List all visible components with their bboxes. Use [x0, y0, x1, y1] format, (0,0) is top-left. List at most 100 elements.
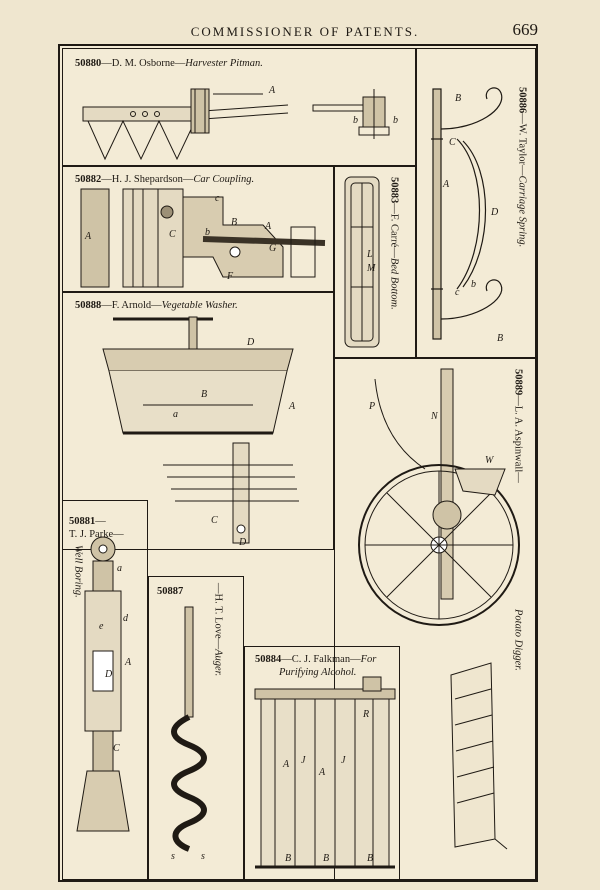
vegetable-washer-illustration: D B a A C D — [102, 316, 299, 548]
figure-label: D — [238, 537, 247, 548]
caption-50881: 50881— T. J. Parke— — [69, 515, 124, 541]
figure-label: P — [368, 401, 375, 412]
figure-label: C — [113, 743, 120, 754]
figure-label: A — [268, 85, 276, 96]
panel-50884-purifying-alcohol: 50884—C. J. Falkman—For Purifying Alcoho… — [244, 646, 400, 880]
purifying-alcohol-illustration: R A A J J B B B — [254, 676, 396, 869]
patent-inventor: —L. A. Aspinwall— — [512, 395, 524, 483]
patent-inventor: —W. Taylor— — [516, 113, 528, 176]
figure-label: C — [169, 229, 176, 240]
patent-number: 50887 — [157, 586, 184, 597]
caption-50889: 50889—L. A. Aspinwall— — [511, 369, 524, 483]
patent-inventor: —D. M. Osborne— — [101, 58, 186, 69]
patent-inventor: —H. J. Shepardson— — [101, 174, 194, 185]
panel-50880-harvester-pitman: 50880—D. M. Osborne—Harvester Pitman. A … — [62, 48, 416, 166]
well-boring-illustration: a e d A D C — [76, 536, 132, 832]
figure-label: A — [442, 179, 450, 190]
figure-label: B — [367, 853, 373, 864]
figure-label: J — [341, 755, 346, 766]
patent-number: 50883 — [388, 177, 400, 204]
patent-number: 50884 — [255, 654, 282, 665]
figure-label: J — [301, 755, 306, 766]
figure-label: B — [231, 217, 237, 228]
running-title: COMMISSIONER OF PATENTS. — [190, 24, 420, 39]
patent-number: 50886 — [516, 87, 528, 114]
patent-title: For — [360, 654, 377, 665]
patent-inventor: —F. Arnold— — [101, 300, 162, 311]
figure-label: W — [485, 455, 495, 466]
car-coupling-illustration: A C B A G F c b — [80, 188, 326, 288]
patent-title: Well Boring. — [72, 545, 84, 598]
figure-label: c — [215, 193, 220, 204]
page-number: 669 — [512, 20, 539, 39]
patent-title: Potato Digger. — [512, 609, 524, 671]
caption-50887: 50887 — [157, 585, 183, 598]
patent-number: 50888 — [75, 300, 102, 311]
panel-50889-potato-digger: 50889—L. A. Aspinwall— Potato Digger. — [334, 358, 536, 880]
caption-50884: 50884—C. J. Falkman—For Purifying Alcoho… — [255, 653, 376, 679]
patent-title: Harvester Pitman. — [185, 58, 263, 69]
figure-label: B — [323, 853, 329, 864]
patent-title: Car Coupling. — [193, 174, 255, 185]
patent-inventor: —H. T. Love— — [212, 583, 224, 650]
figure-label: A — [318, 767, 326, 778]
figure-label: b — [353, 115, 358, 126]
caption-50883: 50883—F. Carré—Bed Bottom. — [387, 177, 400, 310]
figure-label: A — [124, 657, 132, 668]
caption-50882: 50882—H. J. Shepardson—Car Coupling. — [75, 173, 254, 186]
panel-50883-bed-bottom: 50883—F. Carré—Bed Bottom. L M — [334, 166, 416, 358]
patent-title: Bed Bottom. — [388, 257, 400, 310]
figure-label: s — [171, 851, 175, 862]
patent-number: 50889 — [512, 369, 524, 396]
figure-label: A — [84, 231, 92, 242]
figure-label: C — [449, 137, 456, 148]
panel-50888-vegetable-washer: 50888—F. Arnold—Vegetable Washer. D B a … — [62, 292, 334, 550]
patent-inventor: —F. Carré— — [388, 203, 400, 258]
figure-label: B — [497, 333, 503, 344]
figure-label: F — [226, 271, 234, 282]
figure-label: L — [366, 249, 373, 260]
patent-title: Purifying Alcohol. — [279, 667, 357, 679]
figure-label: G — [269, 243, 276, 254]
figure-label: a — [117, 563, 122, 574]
figure-label: B — [285, 853, 291, 864]
patent-plate: 50880—D. M. Osborne—Harvester Pitman. A … — [58, 44, 538, 882]
figure-label: d — [123, 613, 129, 624]
page-header: COMMISSIONER OF PATENTS. 669 — [0, 0, 600, 44]
figure-label: b — [393, 115, 398, 126]
caption-50887-inventor: —H. T. Love—Auger. — [211, 583, 224, 676]
harvester-pitman-illustration: A b b — [82, 85, 398, 161]
panel-50886-carriage-spring: 50886—W. Taylor—Carriage Spring. B C A D… — [416, 48, 536, 358]
figure-label: a — [173, 409, 178, 420]
bed-bottom-illustration: L M — [344, 176, 380, 348]
figure-label: A — [288, 401, 296, 412]
panel-50881-well-boring: 50881— T. J. Parke— Well Boring. a e d A… — [62, 500, 148, 880]
potato-digger-illustration: P N W — [358, 368, 520, 850]
figure-label: A — [282, 759, 290, 770]
patent-number: 50880 — [75, 58, 102, 69]
patent-inventor: T. J. Parke— — [69, 529, 124, 541]
figure-label: N — [430, 411, 439, 422]
figure-label: D — [490, 207, 499, 218]
figure-label: M — [366, 263, 376, 274]
figure-label: c — [455, 287, 460, 298]
figure-label: b — [205, 227, 210, 238]
figure-label: A — [264, 221, 272, 232]
figure-label: B — [201, 389, 207, 400]
figure-label: B — [455, 93, 461, 104]
panel-50887-auger: 50887 —H. T. Love—Auger. s s — [148, 576, 244, 880]
patent-title: Auger. — [212, 649, 224, 677]
figure-label: R — [362, 709, 369, 720]
figure-label: D — [246, 337, 255, 348]
caption-50881-title: Well Boring. — [71, 545, 84, 598]
patent-inventor: —C. J. Falkman— — [281, 654, 361, 665]
caption-50889-title: Potato Digger. — [511, 609, 524, 671]
caption-50880: 50880—D. M. Osborne—Harvester Pitman. — [75, 57, 263, 70]
caption-50886: 50886—W. Taylor—Carriage Spring. — [515, 87, 528, 247]
patent-title: Carriage Spring. — [516, 175, 528, 248]
panel-50882-car-coupling: 50882—H. J. Shepardson—Car Coupling. A C… — [62, 166, 334, 292]
patent-title: Vegetable Washer. — [161, 300, 238, 311]
patent-number: 50882 — [75, 174, 102, 185]
auger-illustration: s s — [171, 606, 207, 862]
caption-50888: 50888—F. Arnold—Vegetable Washer. — [75, 299, 238, 312]
